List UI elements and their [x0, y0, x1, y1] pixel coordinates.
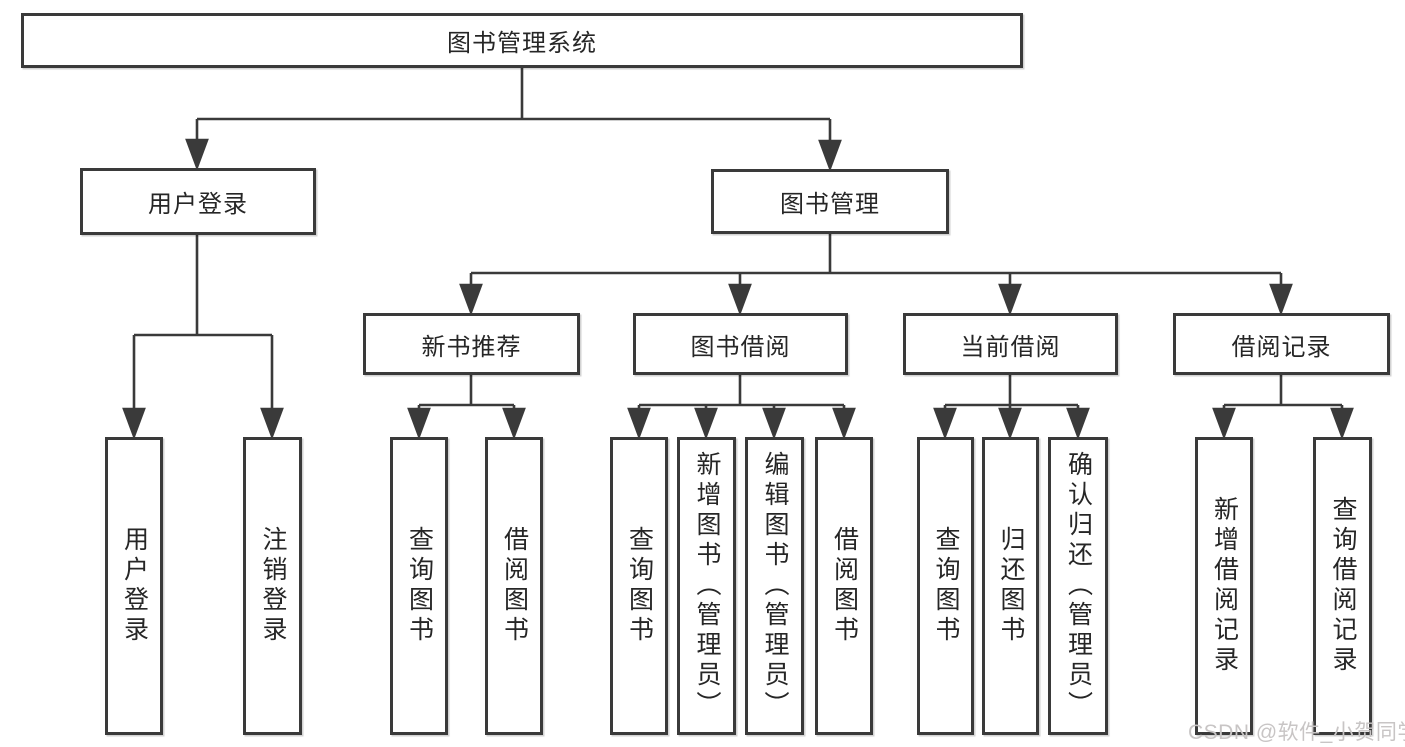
node-new-book-recommend: 新书推荐	[363, 313, 580, 375]
node-book-management: 图书管理	[711, 169, 949, 234]
leaf-query-borrow-record: 查询借阅记录	[1313, 437, 1372, 735]
node-book-borrow: 图书借阅	[633, 313, 848, 375]
node-borrow-record-label: 借阅记录	[1231, 333, 1332, 361]
leaf-add-book-admin-label: 新增图书（管理员）	[693, 451, 721, 721]
leaf-query-book-2-label: 查询图书	[625, 526, 654, 646]
leaf-add-book-admin: 新增图书（管理员）	[677, 437, 736, 735]
leaf-query-book-2: 查询图书	[610, 437, 668, 735]
leaf-user-login-label: 用户登录	[120, 526, 149, 646]
leaf-borrow-book-1-label: 借阅图书	[500, 526, 529, 646]
leaf-borrow-book-1: 借阅图书	[485, 437, 543, 735]
node-root-system-label: 图书管理系统	[447, 30, 597, 57]
leaf-user-login: 用户登录	[105, 437, 163, 735]
leaf-edit-book-admin-label: 编辑图书（管理员）	[761, 451, 789, 721]
leaf-confirm-return-admin: 确认归还（管理员）	[1048, 437, 1108, 735]
leaf-add-borrow-record-label: 新增借阅记录	[1210, 496, 1239, 676]
node-borrow-record: 借阅记录	[1173, 313, 1390, 375]
node-book-management-label: 图书管理	[780, 191, 880, 218]
node-current-borrow-label: 当前借阅	[960, 333, 1061, 361]
node-new-book-recommend-label: 新书推荐	[421, 333, 522, 361]
leaf-query-borrow-record-label: 查询借阅记录	[1329, 496, 1357, 676]
node-book-borrow-label: 图书借阅	[690, 333, 791, 361]
leaf-logout-label: 注销登录	[259, 526, 287, 646]
node-user-login-branch: 用户登录	[80, 168, 316, 235]
leaf-borrow-book-2: 借阅图书	[815, 437, 873, 735]
leaf-confirm-return-admin-label: 确认归还（管理员）	[1064, 451, 1093, 721]
node-root-system: 图书管理系统	[21, 13, 1023, 68]
leaf-query-book-3-label: 查询图书	[932, 526, 960, 646]
leaf-return-book-label: 归还图书	[997, 526, 1025, 646]
leaf-logout: 注销登录	[243, 437, 302, 735]
leaf-edit-book-admin: 编辑图书（管理员）	[745, 437, 804, 735]
node-current-borrow: 当前借阅	[903, 313, 1118, 375]
leaf-borrow-book-2-label: 借阅图书	[830, 526, 859, 646]
leaf-query-book-3: 查询图书	[917, 437, 974, 735]
node-user-login-branch-label: 用户登录	[148, 191, 248, 218]
leaf-return-book: 归还图书	[982, 437, 1039, 735]
leaf-query-book-1: 查询图书	[390, 437, 448, 735]
leaf-add-borrow-record: 新增借阅记录	[1195, 437, 1253, 735]
leaf-query-book-1-label: 查询图书	[405, 526, 434, 646]
